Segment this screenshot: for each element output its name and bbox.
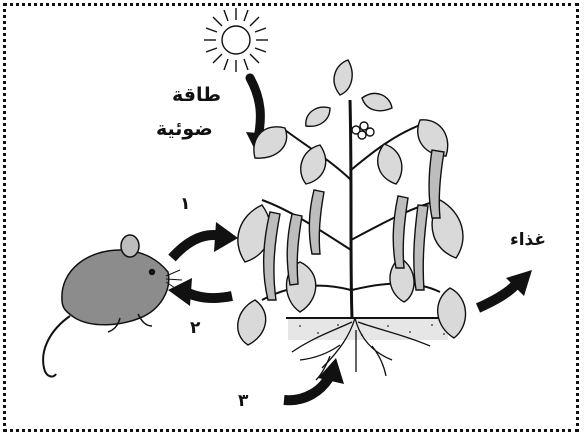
sun-icon <box>204 8 268 72</box>
light-arrow-icon <box>250 78 260 138</box>
mouse-illustration <box>43 235 182 376</box>
plant-illustration <box>238 60 466 345</box>
arrow-2-head-icon <box>168 278 192 306</box>
arrow-1-head-icon <box>214 222 238 252</box>
number-3-label: ٣ <box>238 393 248 410</box>
light-energy-label-line1: طاقة <box>172 86 221 105</box>
food-arrow-icon <box>478 282 518 308</box>
number-2-label: ٢ <box>190 320 200 337</box>
light-energy-label-line2: ضوئية <box>156 120 213 139</box>
number-1-label: ١ <box>180 196 190 213</box>
soil-illustration <box>286 318 450 340</box>
arrow-2-icon <box>186 292 232 298</box>
arrow-3-icon <box>284 376 330 400</box>
food-label: غذاء <box>510 232 546 249</box>
